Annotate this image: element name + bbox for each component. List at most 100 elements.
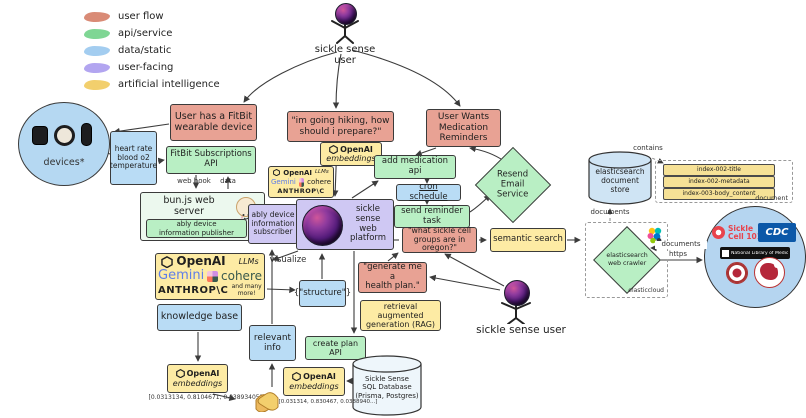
llms-label: LLMs xyxy=(238,257,259,267)
fitbit-subscriptions-api-node[interactable]: FitBit Subscriptions API xyxy=(166,146,256,174)
blood-society-logo-icon xyxy=(754,257,785,288)
index-metadata-row[interactable]: index-002-metadata xyxy=(663,176,775,188)
cohere-brand: cohere xyxy=(307,178,331,187)
legend-label: api/service xyxy=(118,28,173,39)
llms-label: LLMs xyxy=(314,169,329,176)
openai-embeddings-top-node[interactable]: OpenAI embeddings xyxy=(320,142,382,166)
document-structure-box[interactable]: index-002-title index-002-metadata index… xyxy=(655,160,793,203)
openai-logo-icon xyxy=(161,255,174,268)
contains-label: contains xyxy=(633,144,663,152)
web-platform-label: sickle sense web platform xyxy=(349,203,387,244)
create-plan-api-node[interactable]: create plan API xyxy=(305,336,366,360)
round-watch-icon xyxy=(54,125,75,146)
sql-database-cylinder[interactable]: Sickle Sense SQL Database (Prisma, Postg… xyxy=(352,355,422,417)
cohere-brand: cohere xyxy=(221,268,262,283)
openai-logo-icon xyxy=(273,169,281,177)
legend-label: user flow xyxy=(118,11,164,22)
sickle-cell-101-logo: Sickle Cell 101 xyxy=(712,225,762,240)
bun-server-label: bun.js web server xyxy=(163,195,215,217)
groups-question-node[interactable]: "what sickle cell groups are in oregon?" xyxy=(402,226,477,253)
hiking-question-node[interactable]: "im going hiking, how should i prepare?" xyxy=(287,111,394,142)
smartwatch-icon xyxy=(32,126,48,145)
sql-database-label: Sickle Sense SQL Database (Prisma, Postg… xyxy=(355,375,419,400)
ably-subscriber-node[interactable]: ably device information subscriber xyxy=(248,204,298,244)
structure-node[interactable]: {"structure"} xyxy=(294,280,351,307)
legend-label: artificial intelligence xyxy=(118,79,220,90)
web-hook-label: web hook xyxy=(177,177,211,185)
legend-row: user flow xyxy=(84,8,220,25)
web-crawler-label: elasticsearch web crawler xyxy=(606,252,648,267)
documents-in-label: documents xyxy=(590,208,630,216)
devices-oval[interactable]: devices* xyxy=(18,102,110,186)
elasticsearch-store-cylinder[interactable]: elasticsearch document store xyxy=(588,151,652,205)
visualize-label: visualize xyxy=(269,255,307,265)
knowledge-base-node[interactable]: knowledge base xyxy=(157,304,242,331)
documents-out-label: documents xyxy=(655,240,707,249)
user-facing-swatch xyxy=(84,62,110,73)
api-service-swatch xyxy=(84,28,110,39)
semantic-search-node[interactable]: semantic search xyxy=(490,228,566,252)
fitness-band-icon xyxy=(81,123,92,146)
embeddings-label: embeddings xyxy=(326,154,376,163)
sickle-sense-logo xyxy=(302,205,343,246)
gemini-brand: Gemini xyxy=(271,178,296,187)
openai-brand: OpenAI xyxy=(283,168,312,177)
openai-embeddings-left-node[interactable]: OpenAI embeddings xyxy=(167,364,228,393)
openai-brand: OpenAI xyxy=(303,372,336,382)
legend: user flow api/service data/static user-f… xyxy=(84,8,220,93)
top-user-label: sickle sense user xyxy=(314,44,376,66)
index-title-row[interactable]: index-002-title xyxy=(663,164,775,176)
fitbit-user-node[interactable]: User has a FitBit wearable device xyxy=(170,104,257,141)
bun-server-node[interactable]: bun.js web server ably device informatio… xyxy=(140,192,265,241)
vector-right-label: [0.031314, 0.830467, 0.0388940...] xyxy=(278,399,378,405)
data-static-swatch xyxy=(84,45,110,56)
elasticcloud-box[interactable]: elasticsearch web crawler elasticcloud xyxy=(585,222,668,298)
index-body-content-row[interactable]: index-003-body_content xyxy=(663,188,775,200)
document-label: document xyxy=(755,193,788,202)
legend-row: data/static xyxy=(84,42,220,59)
add-medication-api-node[interactable]: add medication api xyxy=(374,155,456,179)
sickle-sense-logo-head xyxy=(504,280,530,306)
https-label: https xyxy=(660,250,696,259)
cron-schedule-node[interactable]: cron schedule xyxy=(396,182,461,201)
handshake-icon xyxy=(255,392,279,412)
ably-publisher-node[interactable]: ably device information publisher xyxy=(146,219,247,238)
data-sources-circle[interactable]: Sickle Cell 101 CDC National Library of … xyxy=(704,206,806,308)
resend-email-label: Resend Email Service xyxy=(497,169,529,201)
data-label: data xyxy=(220,177,236,185)
ai-swatch xyxy=(84,79,110,90)
user-flow-swatch xyxy=(84,11,110,22)
rag-node[interactable]: retrieval augmented generation (RAG) xyxy=(360,300,441,331)
openai-brand: OpenAI xyxy=(340,144,373,154)
nlm-text: National Library of Medicine xyxy=(731,250,788,256)
sickle-sense-logo-head xyxy=(335,3,357,25)
medication-reminders-node[interactable]: User Wants Medication Reminders xyxy=(426,109,501,147)
anthropic-brand: ANTHROP\C xyxy=(277,186,325,195)
send-reminder-task-node[interactable]: send reminder task xyxy=(394,205,470,228)
plan-question-node[interactable]: "generate me a health plan." xyxy=(358,262,427,293)
anthropic-brand: ANTHROP\C xyxy=(158,285,229,297)
relevant-info-node[interactable]: relevant info xyxy=(249,325,296,361)
cohere-logo-icon xyxy=(207,271,219,282)
vitals-node[interactable]: heart rate blood o2 temperature xyxy=(110,131,157,185)
top-user-figure[interactable] xyxy=(318,0,372,44)
bottom-user-label: sickle sense user xyxy=(476,324,566,336)
more-providers-label: and many more! xyxy=(231,283,262,298)
sickle-cell-101-icon xyxy=(712,226,725,239)
devices-label: devices* xyxy=(43,157,85,168)
openai-brand: OpenAI xyxy=(186,369,220,379)
legend-label: user-facing xyxy=(118,62,174,73)
openai-embeddings-right-node[interactable]: OpenAI embeddings xyxy=(283,367,345,396)
web-platform-node[interactable]: sickle sense web platform xyxy=(296,199,394,250)
cohere-logo-icon xyxy=(298,177,305,187)
sickle-cell-101-text: Sickle Cell 101 xyxy=(728,224,762,241)
embeddings-label: embeddings xyxy=(289,381,339,391)
nlm-icon xyxy=(722,249,729,257)
bottom-user-figure[interactable] xyxy=(492,278,542,325)
elasticcloud-label: elasticcloud xyxy=(628,287,664,295)
gemini-brand: Gemini xyxy=(158,268,205,284)
nlm-logo: National Library of Medicine xyxy=(720,247,790,259)
